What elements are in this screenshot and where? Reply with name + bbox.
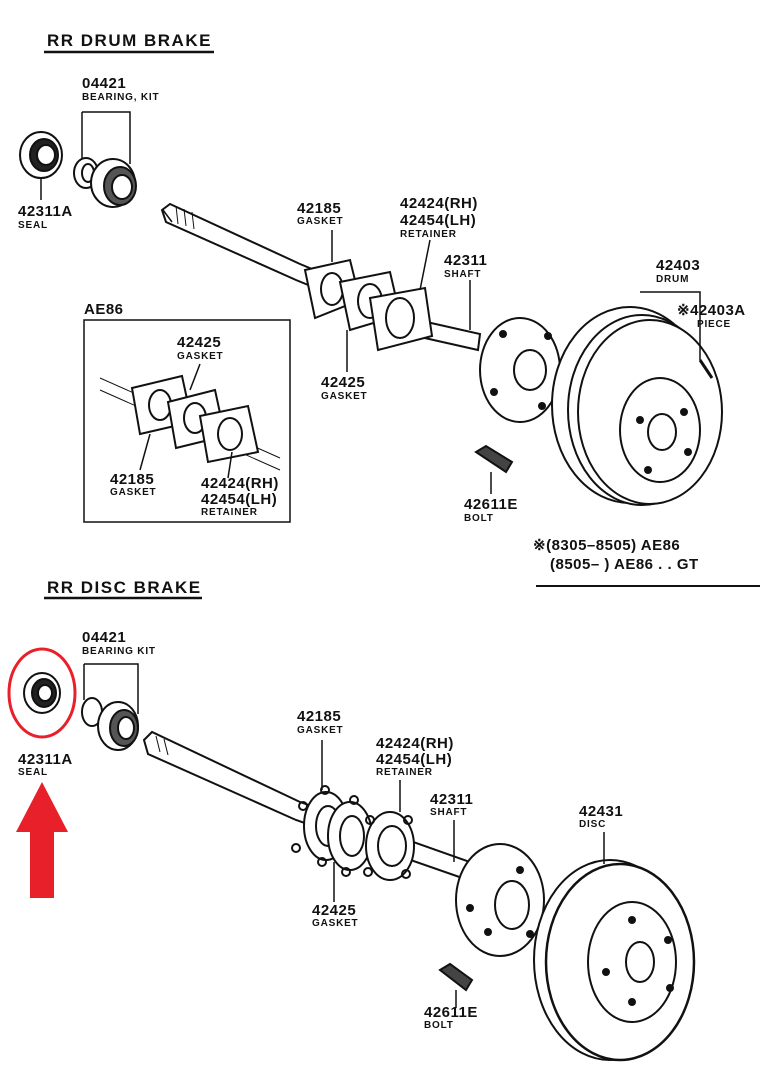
disc-flange-drawing	[453, 820, 545, 957]
disc-retainer-lh-number: 42454(LH)	[376, 751, 453, 768]
disc-gasket-a-number: 42185	[297, 708, 342, 725]
disc-number: 42431	[579, 803, 624, 820]
disc-shaft-name: SHAFT	[430, 807, 468, 818]
drum-number: 42403	[656, 257, 701, 274]
drum-seal-number: 42311A	[18, 203, 73, 220]
drum-retainer-name: RETAINER	[400, 229, 457, 240]
drum-section-title: RR DRUM BRAKE	[47, 31, 212, 50]
drum-name: DRUM	[656, 274, 690, 285]
disc-bearing-kit-name: BEARING KIT	[82, 646, 156, 657]
disc-retainer-name: RETAINER	[376, 767, 433, 778]
drum-flange-drawing	[469, 280, 561, 423]
drum-shaft-name: SHAFT	[444, 269, 482, 280]
disc-seal-drawing	[23, 672, 61, 714]
disc-gasket-a-name: GASKET	[297, 725, 344, 736]
disc-section-title: RR DISC BRAKE	[47, 578, 202, 597]
drum-gasket-a-name: GASKET	[297, 216, 344, 227]
drum-gasket-b-name: GASKET	[321, 391, 368, 402]
disc-bearing-drawing	[81, 663, 139, 751]
drum-bolt-number: 42611E	[464, 496, 518, 513]
drum-piece-number: ※42403A	[677, 302, 746, 319]
inset-title: AE86	[84, 301, 124, 318]
disc-seal-number: 42311A	[18, 751, 73, 768]
disc-bolt-name: BOLT	[424, 1020, 454, 1031]
drum-bolt-name: BOLT	[464, 513, 494, 524]
disc-retainer-drawing	[363, 780, 415, 881]
highlight-arrow	[16, 782, 68, 898]
drum-retainer-rh-number: 42424(RH)	[400, 195, 478, 212]
inset-gasket-bottom-name: GASKET	[110, 487, 157, 498]
disc-retainer-rh-number: 42424(RH)	[376, 735, 454, 752]
inset-retainer-name: RETAINER	[201, 507, 258, 518]
footnote-line-2: (8505– ) AE86 . . GT	[550, 556, 699, 573]
drum-bearing-kit-number: 04421	[82, 75, 127, 92]
inset-retainer-rh-number: 42424(RH)	[201, 475, 279, 492]
inset-box-drawing	[83, 319, 291, 523]
disc-shaft-number: 42311	[430, 791, 474, 808]
inset-gasket-top-number: 42425	[177, 334, 222, 351]
highlight-marks	[7, 647, 77, 898]
disc-rotor-drawing	[533, 832, 696, 1062]
inset-retainer-lh-number: 42454(LH)	[201, 491, 278, 508]
disc-gasket-b-name: GASKET	[312, 918, 359, 929]
drum-shaft-number: 42311	[444, 252, 488, 269]
footnote-line-1: ※(8305–8505) AE86	[533, 537, 681, 554]
disc-bolt-number: 42611E	[424, 1004, 478, 1021]
disc-bearing-kit-number: 04421	[82, 629, 127, 646]
disc-seal-name: SEAL	[18, 767, 48, 778]
drum-drawing	[551, 291, 723, 506]
disc-gasket-b-number: 42425	[312, 902, 357, 919]
disc-name: DISC	[579, 819, 607, 830]
drum-bolt-drawing	[474, 444, 514, 494]
inset-gasket-top-name: GASKET	[177, 351, 224, 362]
disc-gaskets-drawing	[291, 740, 373, 902]
inset-gasket-bottom-number: 42185	[110, 471, 155, 488]
drum-retainer-drawing	[368, 239, 434, 352]
drum-piece-name: PIECE	[697, 319, 732, 330]
drum-retainer-lh-number: 42454(LH)	[400, 212, 477, 229]
disc-bolt-drawing	[438, 962, 474, 1008]
drum-gasket-a-number: 42185	[297, 200, 342, 217]
drum-seal-drawing	[19, 131, 63, 200]
highlight-circle	[7, 647, 77, 739]
drum-seal-name: SEAL	[18, 220, 48, 231]
drum-bearing-drawing	[73, 111, 137, 208]
drum-bearing-kit-name: BEARING, KIT	[82, 92, 160, 103]
drum-gasket-b-number: 42425	[321, 374, 366, 391]
